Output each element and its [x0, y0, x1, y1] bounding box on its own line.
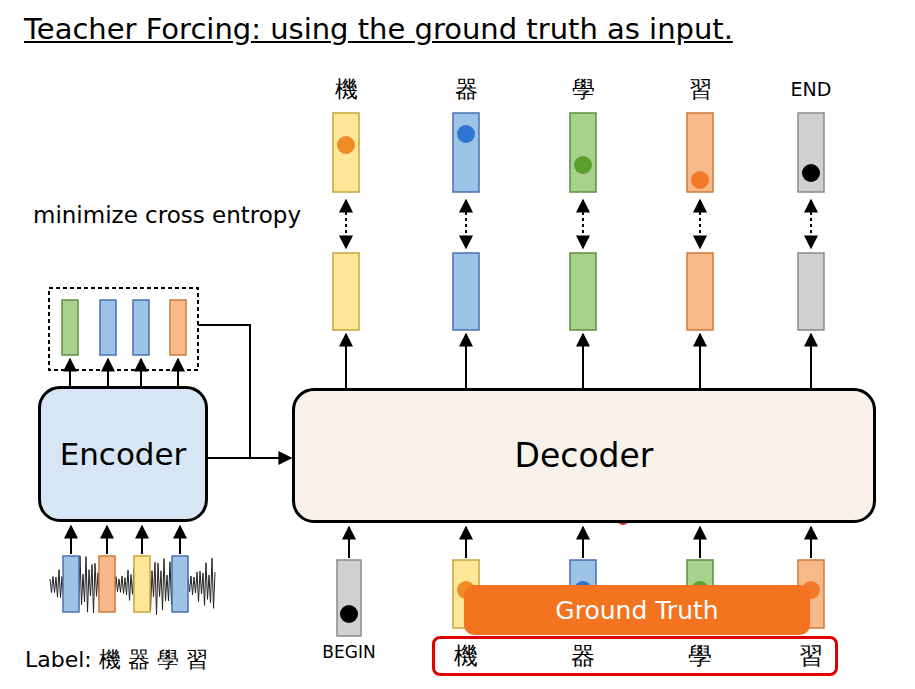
acoustic-feature-vector	[134, 556, 150, 612]
input-arrow	[348, 527, 350, 558]
slide-title: Teacher Forcing: using the ground truth …	[24, 12, 733, 46]
cross-entropy-arrow	[582, 200, 584, 248]
output-distribution	[570, 113, 596, 192]
feature-arrow	[179, 526, 181, 554]
input-arrow	[465, 527, 467, 558]
output-distribution	[333, 113, 359, 192]
input-arrow	[810, 527, 812, 558]
input-token: BEGIN	[322, 642, 375, 662]
output-token: END	[791, 78, 832, 100]
input-arrow	[699, 527, 701, 558]
output-token: 學	[572, 74, 595, 105]
target-label: Label: 機 器 學 習	[25, 645, 208, 675]
cross-entropy-arrow	[465, 200, 467, 248]
encoder-box: Encoder	[38, 386, 208, 522]
probability-dot	[340, 605, 358, 623]
output-vector	[453, 253, 479, 330]
cross-entropy-arrow	[345, 200, 347, 248]
encoder-output-arrow	[177, 359, 179, 386]
begin-token-vector	[337, 560, 361, 636]
audio-waveform	[50, 556, 215, 615]
feature-arrow	[70, 526, 72, 554]
acoustic-feature-vector	[63, 556, 79, 612]
cross-entropy-arrow	[810, 200, 812, 248]
output-distribution	[798, 113, 824, 192]
output-distribution	[453, 113, 479, 192]
probability-dot	[574, 156, 592, 174]
encoder-output-vector	[133, 300, 149, 355]
output-arrow	[345, 334, 347, 388]
probability-dot	[691, 171, 709, 189]
output-token: 習	[689, 74, 712, 105]
encoder-output-vector	[62, 300, 78, 355]
encoder-output-arrow	[107, 359, 109, 386]
probability-dot	[457, 125, 475, 143]
output-distribution	[687, 113, 713, 192]
probability-dot	[337, 136, 355, 154]
cross-entropy-arrow	[699, 200, 701, 248]
label-character: 機	[454, 639, 478, 673]
dotted-bracket-box	[49, 288, 198, 370]
encoder-output-vector	[100, 300, 116, 355]
output-vector	[687, 253, 713, 330]
ground-truth-label-box: 機器學習	[432, 636, 838, 676]
output-token: 機	[335, 74, 358, 105]
node-label: Decoder	[515, 436, 654, 475]
output-vector	[333, 253, 359, 330]
output-vector	[570, 253, 596, 330]
output-arrow	[582, 334, 584, 388]
decoder-box: Decoder	[292, 388, 876, 523]
probability-dot	[802, 164, 820, 182]
label-character: 學	[688, 639, 712, 673]
encoder-output-arrow	[140, 359, 142, 386]
loss-note: minimize cross entropy	[33, 202, 301, 228]
node-label: Ground Truth	[555, 596, 718, 625]
input-arrow	[582, 527, 584, 558]
node-label: Encoder	[60, 436, 187, 472]
ground-truth-band: Ground Truth	[464, 585, 810, 635]
feature-arrow	[106, 526, 108, 554]
feature-arrow	[141, 526, 143, 554]
encoder-output-vector	[170, 300, 186, 355]
encoder-output-arrow	[69, 359, 71, 386]
label-character: 習	[799, 639, 823, 673]
acoustic-feature-vector	[172, 556, 188, 612]
output-vector	[798, 253, 824, 330]
label-character: 器	[571, 639, 595, 673]
output-arrow	[810, 334, 812, 388]
acoustic-feature-vector	[99, 556, 115, 612]
output-arrow	[465, 334, 467, 388]
output-arrow	[699, 334, 701, 388]
output-token: 器	[455, 74, 478, 105]
